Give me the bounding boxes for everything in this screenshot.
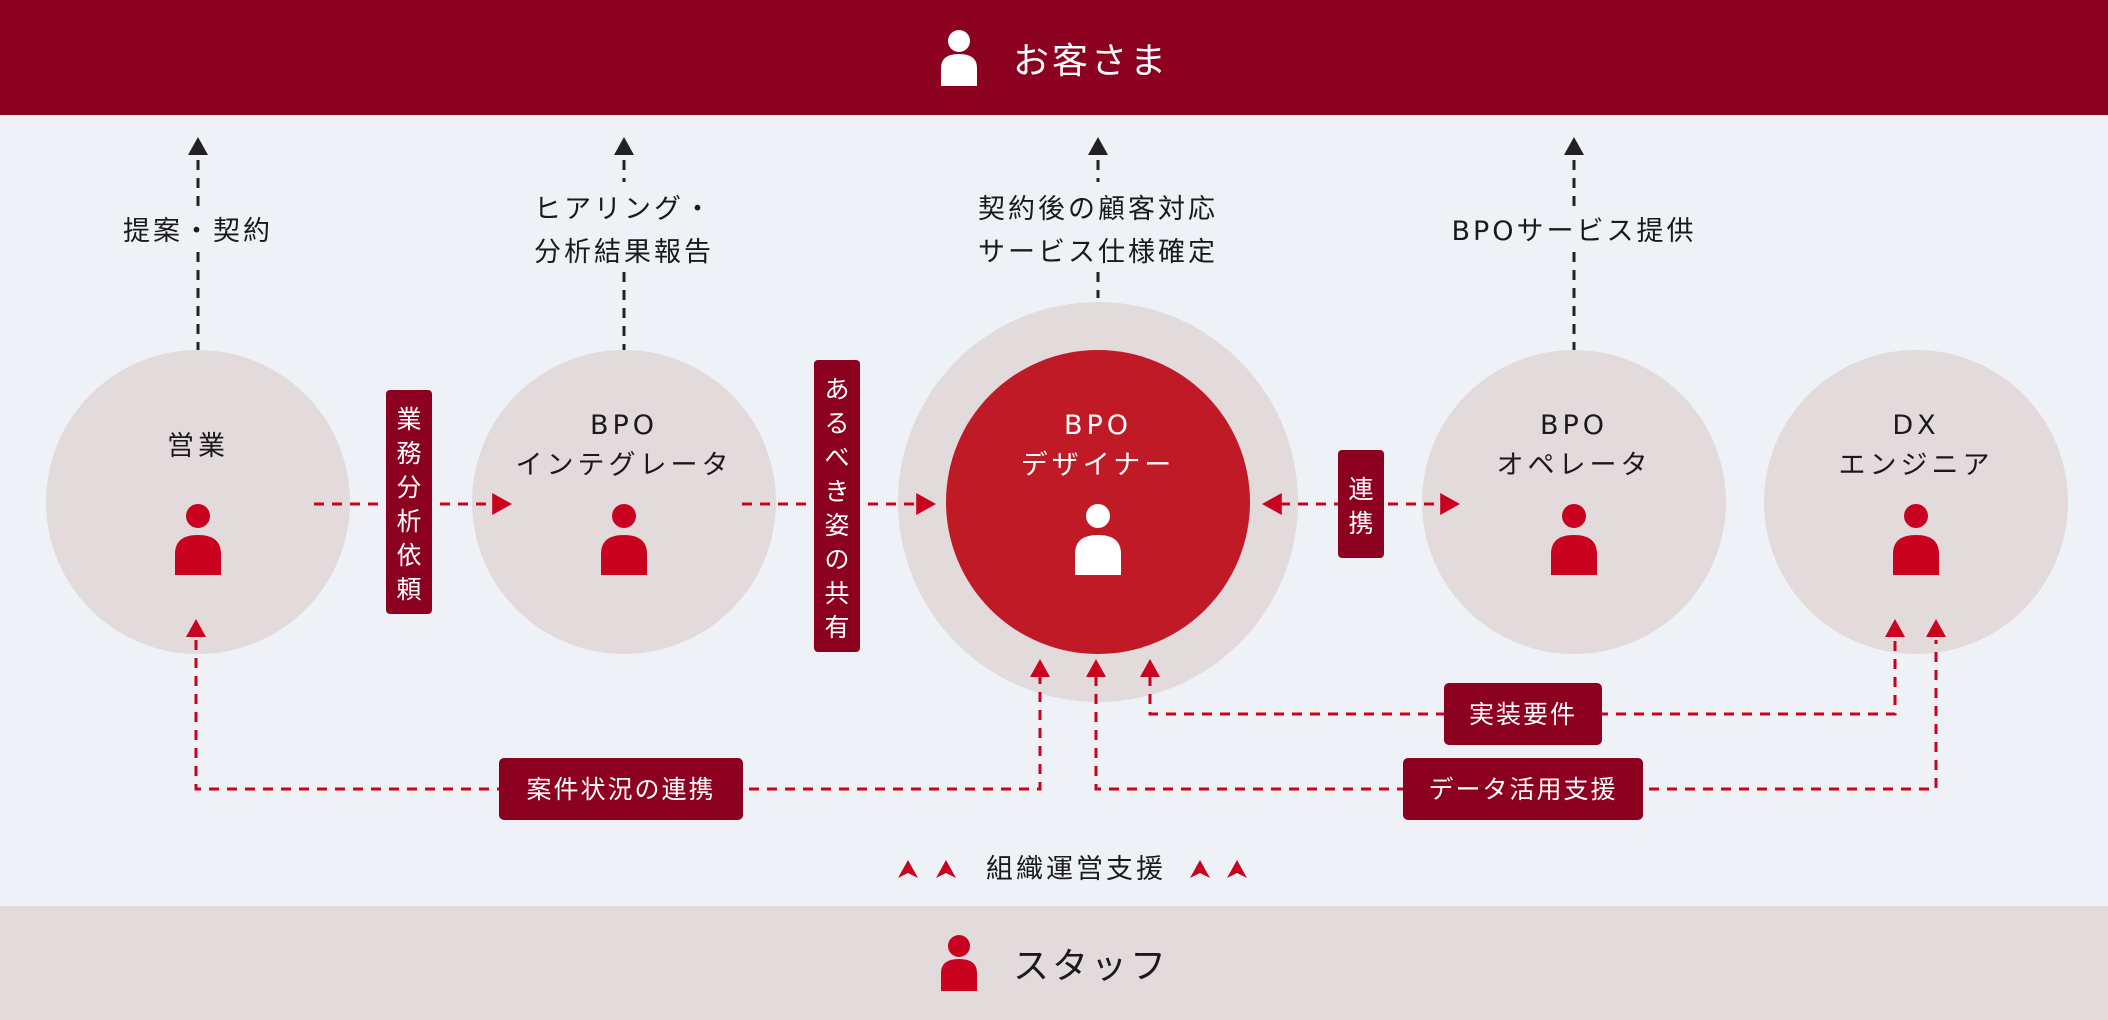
tag-ideal-share-char: の — [824, 545, 849, 574]
tag-ideal-share-char: る — [824, 409, 849, 438]
arrowhead-icon — [1885, 619, 1905, 637]
tag-ideal-share-char: 有 — [824, 613, 849, 642]
node-operator — [1422, 350, 1726, 654]
person-icon — [1893, 504, 1939, 575]
arrowhead-icon — [1086, 659, 1106, 677]
link-implementation — [1148, 640, 1897, 716]
tag-ideal-share-char: あ — [824, 375, 849, 404]
customer-flow-label: 分析結果報告 — [534, 237, 714, 268]
arrowhead-icon — [614, 137, 634, 155]
person-icon — [1551, 504, 1597, 575]
arrowhead-icon — [1440, 493, 1460, 515]
person-icon — [940, 29, 977, 86]
person-icon — [940, 935, 977, 991]
tag-ideal-share-char: き — [824, 477, 849, 506]
tag-case-status-label: 案件状況の連携 — [526, 775, 715, 804]
node-dx-label: DX — [1892, 410, 1939, 441]
tag-ideal-share-char: 姿 — [824, 511, 849, 540]
arrowhead-icon — [1262, 493, 1282, 515]
tag-implementation-label: 実装要件 — [1469, 700, 1577, 729]
node-integrator-label: BPO — [590, 410, 658, 441]
link-case-status — [194, 640, 1042, 791]
customer-flow-label: サービス仕様確定 — [978, 237, 1218, 268]
tag-data-support-label: データ活用支援 — [1428, 775, 1617, 804]
tag-data-support: データ活用支援 — [1403, 758, 1643, 820]
person-icon — [175, 504, 221, 575]
node-designer-label: デザイナー — [1021, 450, 1175, 481]
arrowhead-icon — [1030, 659, 1050, 677]
tag-analysis-request-char: 業 — [396, 405, 421, 434]
customer-flow-label: ヒアリング・ — [534, 194, 714, 225]
person-icon — [601, 504, 647, 575]
chevron-up-icon — [936, 860, 956, 878]
tag-analysis-request-char: 析 — [396, 507, 421, 536]
tag-implementation: 実装要件 — [1444, 683, 1602, 745]
customer-header: お客さま — [0, 0, 2108, 115]
node-integrator-label: インテグレータ — [516, 450, 733, 481]
tag-analysis-request-char: 務 — [396, 439, 421, 468]
tag-analysis-request-char: 依 — [396, 541, 421, 570]
node-designer-label: BPO — [1064, 410, 1132, 441]
node-integrator — [472, 350, 776, 654]
arrowhead-icon — [1564, 137, 1584, 155]
node-dx — [1764, 350, 2068, 654]
arrowhead-icon — [1088, 137, 1108, 155]
node-sales — [46, 350, 350, 654]
customer-flow-label: 契約後の顧客対応 — [978, 194, 1218, 225]
tag-case-status: 案件状況の連携 — [499, 758, 743, 820]
tag-ideal-share-char: べ — [824, 443, 849, 472]
org-support-label: 組織運営支援 — [986, 854, 1166, 885]
staff-label: スタッフ — [1012, 946, 1169, 987]
chevron-up-icon — [1190, 860, 1210, 878]
person-icon — [1075, 504, 1121, 575]
customer-flow-label: 提案・契約 — [123, 216, 273, 247]
tag-analysis-request-char: 分 — [396, 473, 421, 502]
arrowhead-icon — [492, 493, 512, 515]
tag-cooperation-char: 連 — [1348, 475, 1373, 504]
node-designer — [946, 350, 1250, 654]
node-sales-label: 営業 — [167, 431, 229, 462]
customer-flow-label: BPOサービス提供 — [1451, 216, 1696, 247]
customer-label: お客さま — [1012, 40, 1169, 82]
node-operator-label: オペレータ — [1497, 450, 1652, 481]
chevron-up-icon — [898, 860, 918, 878]
arrowhead-icon — [916, 493, 936, 515]
node-operator-label: BPO — [1540, 410, 1608, 441]
tag-analysis-request-char: 頼 — [396, 575, 421, 604]
arrowhead-icon — [1140, 659, 1160, 677]
tag-cooperation-char: 携 — [1348, 509, 1373, 538]
arrowhead-icon — [186, 619, 206, 637]
arrowhead-icon — [188, 137, 208, 155]
node-dx-label: エンジニア — [1839, 450, 1994, 481]
arrowhead-icon — [1926, 619, 1946, 637]
staff-footer: スタッフ — [0, 906, 2108, 1020]
tag-ideal-share-char: 共 — [824, 579, 849, 608]
link-data-support — [1094, 640, 1938, 791]
chevron-up-icon — [1227, 860, 1247, 878]
tag-cooperation: 連携 — [1338, 450, 1384, 558]
